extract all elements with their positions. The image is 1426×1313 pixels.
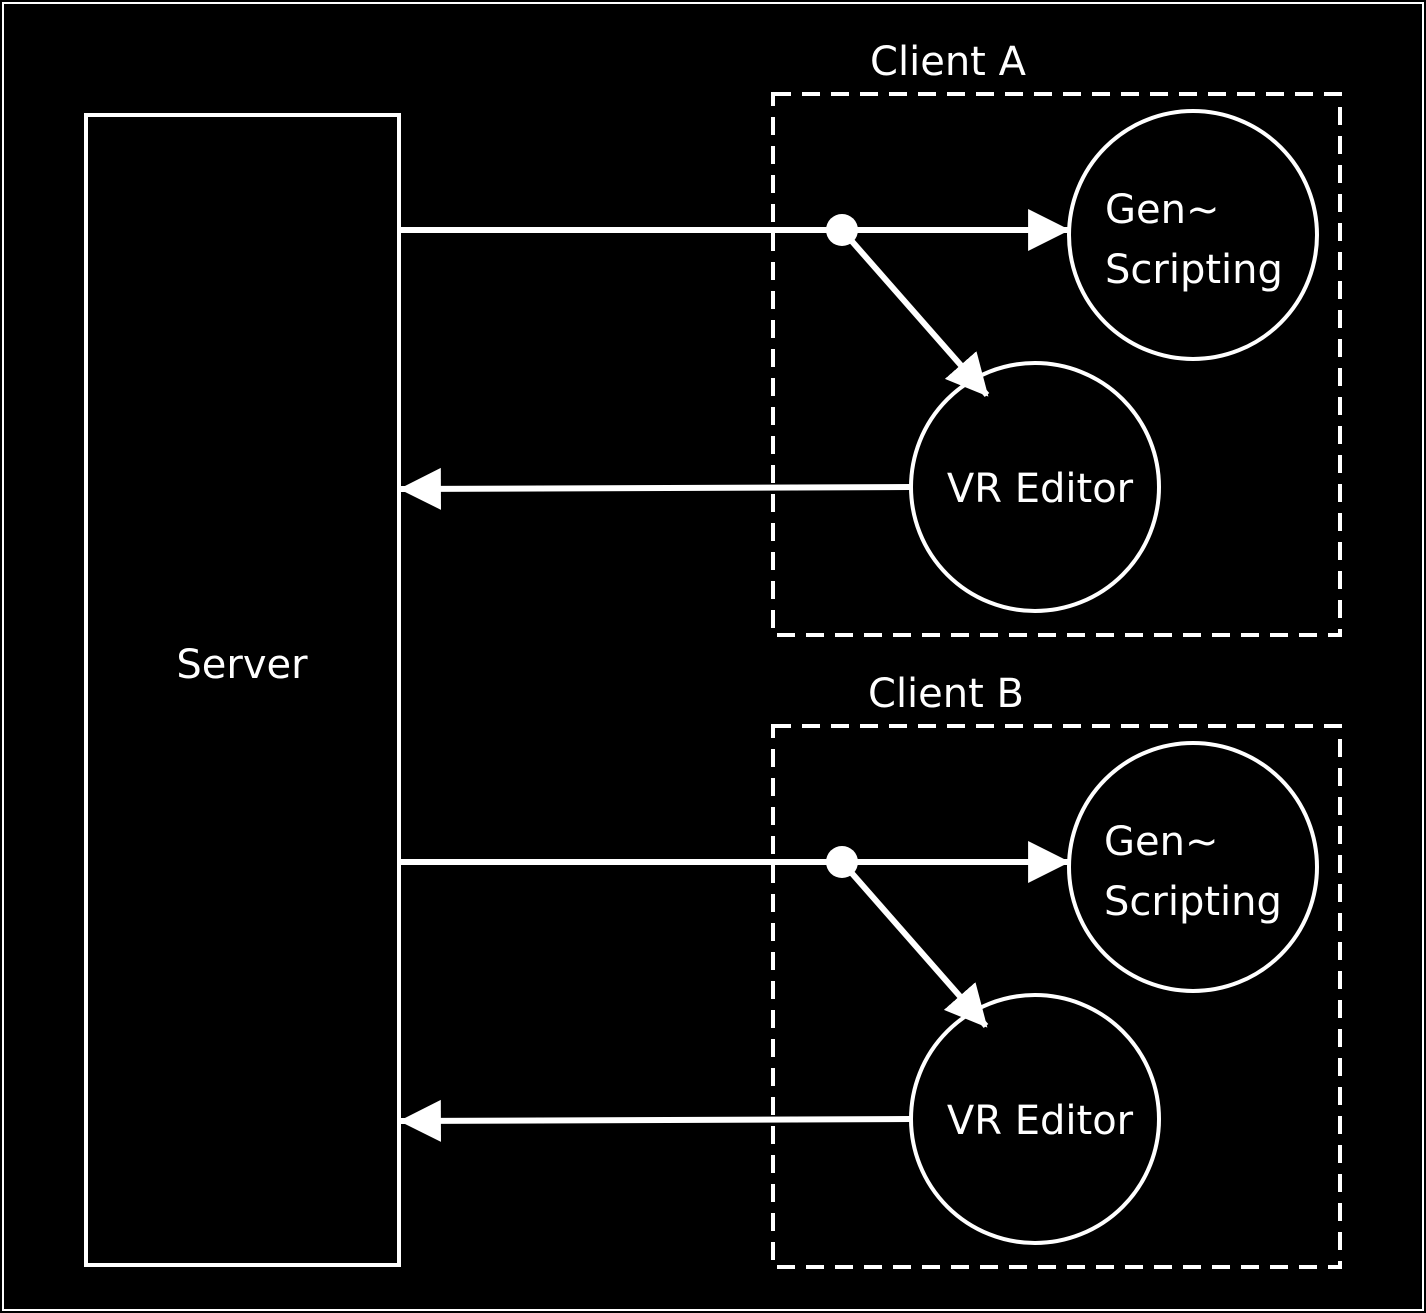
server-box bbox=[84, 113, 401, 1267]
edge-junction-to-client-a-editor bbox=[839, 228, 990, 397]
client-a-scripting-line2: Scripting bbox=[1105, 247, 1283, 293]
client-b-scripting-node bbox=[1067, 741, 1319, 993]
edge-client-a-editor-to-server bbox=[398, 467, 911, 510]
server-label: Server bbox=[176, 642, 308, 688]
client-a-scripting-node bbox=[1067, 109, 1319, 361]
client-a-group: Client A Gen~ Scripting VR Editor bbox=[398, 39, 1342, 637]
client-b-boundary bbox=[771, 724, 1342, 1269]
client-a-editor-label: VR Editor bbox=[947, 466, 1134, 512]
client-a-label: Client A bbox=[870, 39, 1027, 85]
client-b-label: Client B bbox=[868, 671, 1024, 717]
client-a-scripting-line1: Gen~ bbox=[1105, 187, 1219, 233]
client-b-scripting-line2: Scripting bbox=[1104, 879, 1282, 925]
edge-client-b-editor-to-server bbox=[398, 1099, 911, 1142]
client-a-editor-node bbox=[909, 361, 1161, 613]
client-b-group: Client B Gen~ Scripting VR Editor bbox=[398, 671, 1342, 1269]
client-b-editor-node bbox=[909, 993, 1161, 1245]
client-b-editor-label: VR Editor bbox=[947, 1098, 1134, 1144]
edge-junction-to-client-b-editor bbox=[839, 860, 989, 1028]
client-a-boundary bbox=[771, 92, 1342, 637]
client-b-scripting-line1: Gen~ bbox=[1104, 819, 1218, 865]
